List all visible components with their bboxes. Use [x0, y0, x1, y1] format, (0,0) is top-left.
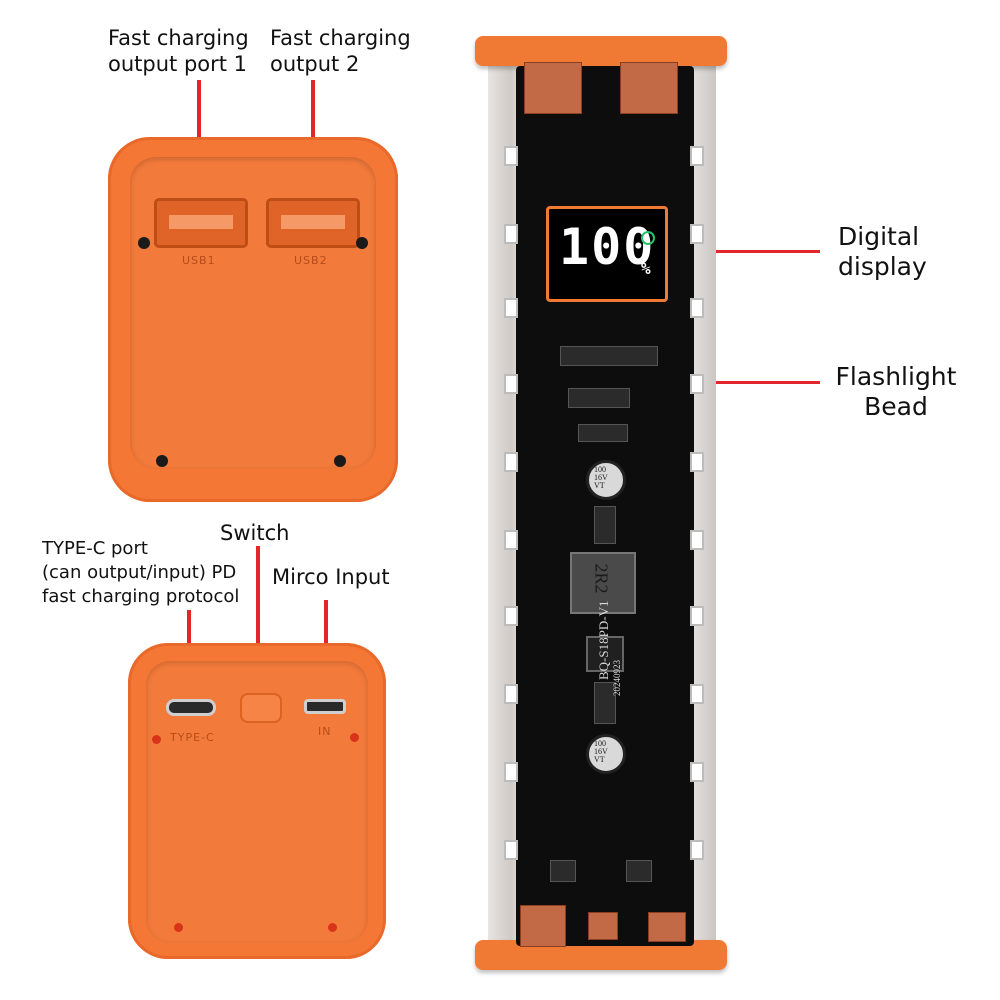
- component-icon: [578, 424, 628, 442]
- switch-socket-icon: [588, 912, 618, 940]
- flashlight-bead-icon: [690, 606, 704, 626]
- screw-icon: [328, 923, 337, 932]
- top-cap: [475, 36, 727, 66]
- capacitor-icon: [586, 734, 626, 774]
- power-bank-top-end: USB1 USB2: [108, 137, 398, 502]
- component-icon: [568, 388, 630, 408]
- screw-icon: [350, 733, 359, 742]
- flashlight-bead-icon: [504, 762, 518, 782]
- component-icon: [550, 860, 576, 882]
- inductor-icon: [570, 552, 636, 614]
- callout-line-port-2: [311, 80, 315, 190]
- typec-tag: TYPE-C: [170, 731, 215, 744]
- flashlight-bead-icon: [690, 452, 704, 472]
- flashlight-bead-icon: [504, 146, 518, 166]
- flashlight-bead-icon: [504, 840, 518, 860]
- flashlight-bead-icon: [690, 298, 704, 318]
- flashlight-bead-icon: [504, 374, 518, 394]
- component-icon: [594, 682, 616, 724]
- flashlight-bead-icon: [504, 298, 518, 318]
- typec-socket-icon: [520, 905, 566, 947]
- top-end-face: USB1 USB2: [130, 157, 376, 469]
- label-micro-input: Mirco Input: [272, 565, 390, 589]
- screw-icon: [174, 923, 183, 932]
- label-switch: Switch: [220, 521, 290, 545]
- component-icon: [626, 860, 652, 882]
- power-switch-button[interactable]: [240, 693, 282, 723]
- bottom-end-face: TYPE-C IN: [146, 661, 368, 943]
- flashlight-bead-icon: [504, 684, 518, 704]
- inductor-label: 2R2: [591, 563, 612, 594]
- flashlight-bead-icon: [504, 606, 518, 626]
- callout-line-port-1: [197, 80, 201, 190]
- flashlight-bead-icon: [690, 146, 704, 166]
- display-unit: %: [641, 259, 651, 278]
- ic-chip-icon: [586, 636, 624, 672]
- in-tag: IN: [318, 725, 332, 738]
- usb2-tag: USB2: [294, 254, 328, 267]
- screw-icon: [138, 237, 150, 249]
- callout-line-display: [660, 250, 820, 253]
- typec-port[interactable]: [166, 699, 216, 716]
- flashlight-bead-icon: [504, 530, 518, 550]
- usb-socket-icon: [524, 62, 582, 114]
- micro-usb-port[interactable]: [304, 699, 346, 714]
- flashlight-bead-icon: [690, 374, 704, 394]
- usb2-port[interactable]: [266, 198, 360, 248]
- display-value: 100: [559, 218, 656, 276]
- flashlight-bead-icon: [690, 762, 704, 782]
- flashlight-bead-icon: [690, 840, 704, 860]
- callout-line-flashlight: [700, 381, 820, 384]
- usb1-tag: USB1: [182, 254, 216, 267]
- callout-line-switch: [256, 546, 260, 696]
- usb-socket-icon: [620, 62, 678, 114]
- micro-socket-icon: [648, 912, 686, 942]
- pcb-date-label: 20240923: [612, 660, 622, 696]
- screw-icon: [334, 455, 346, 467]
- screw-icon: [152, 735, 161, 744]
- screw-icon: [356, 237, 368, 249]
- component-icon: [594, 506, 616, 544]
- flashlight-bead-icon: [690, 530, 704, 550]
- flashlight-bead-icon: [690, 684, 704, 704]
- screw-icon: [156, 455, 168, 467]
- flashlight-bead-icon: [690, 224, 704, 244]
- flashlight-bead-icon: [504, 224, 518, 244]
- resistor-array-icon: [560, 346, 658, 366]
- charging-indicator-icon: [641, 231, 655, 245]
- power-bank-bottom-end: TYPE-C IN: [128, 643, 386, 959]
- digital-display: 100 %: [546, 206, 668, 302]
- flashlight-bead-icon: [504, 452, 518, 472]
- pcb-model-label: BQ-S18PD-V1: [596, 600, 611, 680]
- capacitor-icon: [586, 460, 626, 500]
- usb1-port[interactable]: [154, 198, 248, 248]
